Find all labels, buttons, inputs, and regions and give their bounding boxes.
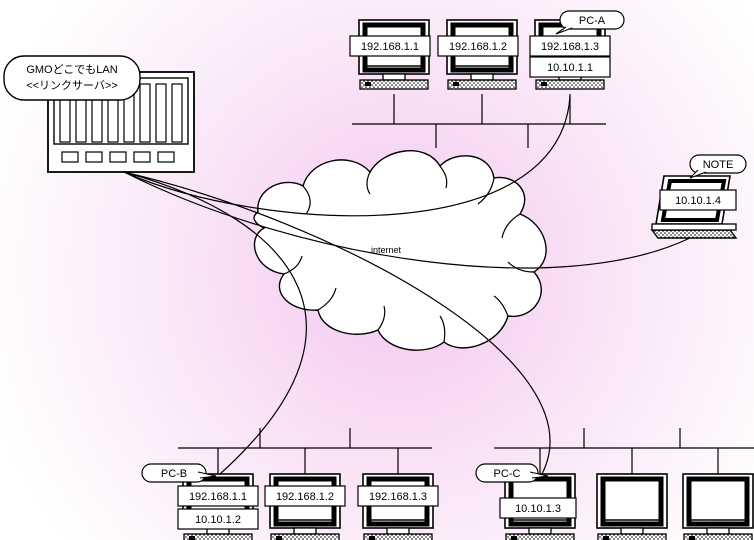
vpn-line-pc-b	[123, 171, 307, 475]
pc-b-tag: PC-B	[161, 468, 187, 480]
internet-cloud: internet	[253, 150, 547, 351]
bottom-left-pc-2[interactable]: 192.168.1.2	[264, 474, 346, 540]
pc-c-vpn-ip: 10.10.1.3	[515, 503, 561, 515]
top-lan-group: 192.168.1.1 192.168.1.2 192.168.1.3 10.1…	[349, 10, 625, 148]
top-pc-2-ip: 192.168.1.2	[449, 41, 507, 53]
note-pc[interactable]: 10.10.1.4 NOTE	[650, 154, 747, 240]
bottom-left-pc-2-ip: 192.168.1.2	[276, 491, 334, 503]
bottom-right-lan-group: 10.10.1.3 PC-C	[475, 428, 754, 540]
vpn-connection-lines	[123, 95, 691, 475]
top-pc-a-ip: 192.168.1.3	[541, 41, 599, 53]
top-pc-2[interactable]: 192.168.1.2	[437, 20, 518, 89]
note-tag: NOTE	[703, 159, 734, 171]
vpn-line-note	[123, 171, 691, 269]
server-callout: GMOどこでもLAN <<リンクサーバ>>	[3, 55, 141, 101]
pc-b-ip: 192.168.1.1	[189, 491, 247, 503]
bottom-left-lan-group: 192.168.1.1 10.10.1.2 PC-B 192.168.1.2 1…	[141, 428, 439, 540]
top-pc-1-ip: 192.168.1.1	[361, 41, 419, 53]
top-pc-1[interactable]: 192.168.1.1	[349, 20, 430, 89]
bottom-pc-b[interactable]: 192.168.1.1 10.10.1.2 PC-B	[141, 463, 259, 540]
pc-a-tag: PC-A	[579, 15, 606, 27]
bottom-left-pc-3[interactable]: 192.168.1.3	[357, 474, 439, 540]
pc-b-vpn-ip: 10.10.1.2	[195, 514, 241, 526]
server-name-label: GMOどこでもLAN	[26, 63, 117, 76]
bottom-pc-c[interactable]: 10.10.1.3 PC-C	[475, 463, 576, 540]
vpn-line-pc-c	[123, 171, 551, 475]
top-pc-a[interactable]: 192.168.1.3 10.10.1.1 PC-A	[529, 10, 625, 89]
bottom-left-pc-3-ip: 192.168.1.3	[369, 491, 427, 503]
top-pc-a-vpn-ip: 10.10.1.1	[547, 62, 593, 74]
internet-label: internet	[371, 245, 402, 255]
note-vpn-ip: 10.10.1.4	[675, 195, 721, 207]
server-role-label: <<リンクサーバ>>	[26, 79, 118, 92]
pc-c-tag: PC-C	[494, 468, 521, 480]
